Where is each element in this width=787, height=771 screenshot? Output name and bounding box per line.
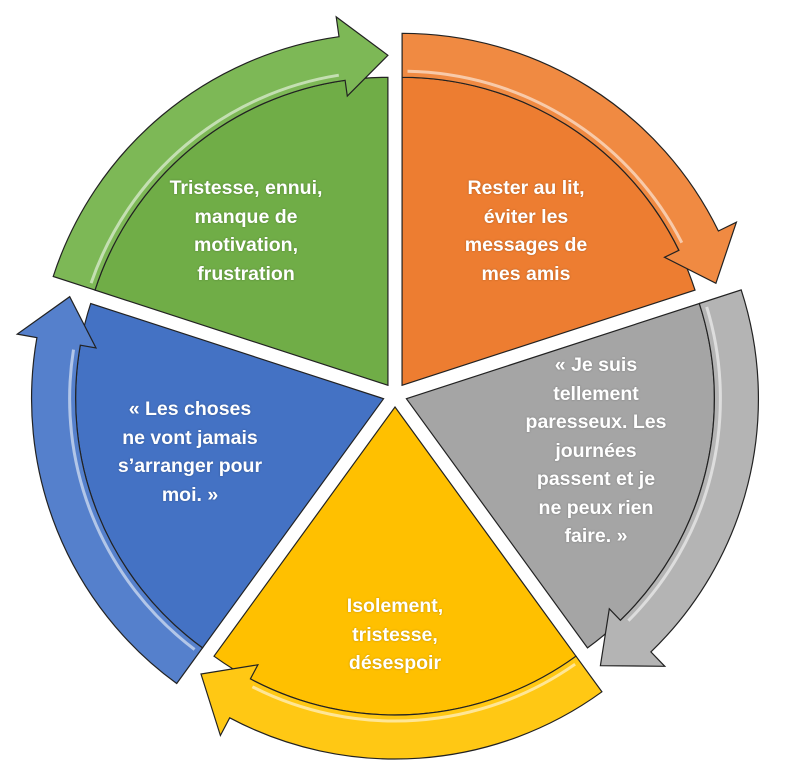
segment-gray (405, 289, 759, 667)
label-line: Rester au lit, (467, 177, 585, 199)
label-line: « Les choses (128, 398, 252, 420)
label-line: désespoir (348, 652, 442, 674)
label-line: tristesse, (352, 623, 438, 646)
label-line: faire. » (564, 525, 628, 547)
arrow-highlight (627, 306, 722, 622)
cycle-arrow-orange (401, 32, 738, 285)
label-line: frustration (197, 262, 295, 285)
label-line: s’arranger pour (117, 455, 263, 477)
segment-label-green: Tristesse, ennui, manque de motivation, … (170, 174, 323, 288)
segment-label-gray: « Je suis tellement paresseux. Les journ… (526, 351, 667, 551)
cycle-arrow-yellow (200, 655, 603, 760)
label-line: tellement (553, 382, 639, 405)
cycle-arrow-green (52, 15, 389, 291)
label-line: « Je suis (554, 354, 638, 376)
segment-green (52, 15, 389, 387)
arrow-highlight (407, 69, 684, 244)
label-line: éviter les (483, 205, 569, 228)
segment-orange (401, 32, 738, 387)
segment-label-yellow: Isolement, tristesse, désespoir (347, 592, 443, 678)
label-line: messages de (464, 234, 588, 256)
label-line: Tristesse, ennui, (169, 177, 323, 199)
label-line: passent et je (536, 468, 656, 490)
label-line: Isolement, (346, 595, 444, 617)
label-line: ne peux rien (538, 496, 654, 519)
segment-blue (15, 295, 385, 685)
segment-yellow (200, 405, 603, 760)
label-line: moi. » (161, 483, 219, 506)
segment-label-blue: « Les choses ne vont jamais s’arranger p… (118, 395, 262, 509)
label-line: mes amis (481, 262, 571, 285)
segment-label-orange: Rester au lit, éviter les messages de me… (465, 174, 588, 288)
label-line: journées (555, 439, 637, 462)
arrow-highlight (68, 349, 196, 651)
arrow-highlight (89, 73, 340, 284)
label-line: paresseux. Les (525, 411, 667, 433)
label-line: motivation, (193, 234, 298, 256)
cycle-arrow-blue (15, 295, 204, 685)
label-line: manque de (194, 205, 298, 228)
arrow-highlight (251, 662, 576, 723)
label-line: ne vont jamais (122, 426, 258, 449)
